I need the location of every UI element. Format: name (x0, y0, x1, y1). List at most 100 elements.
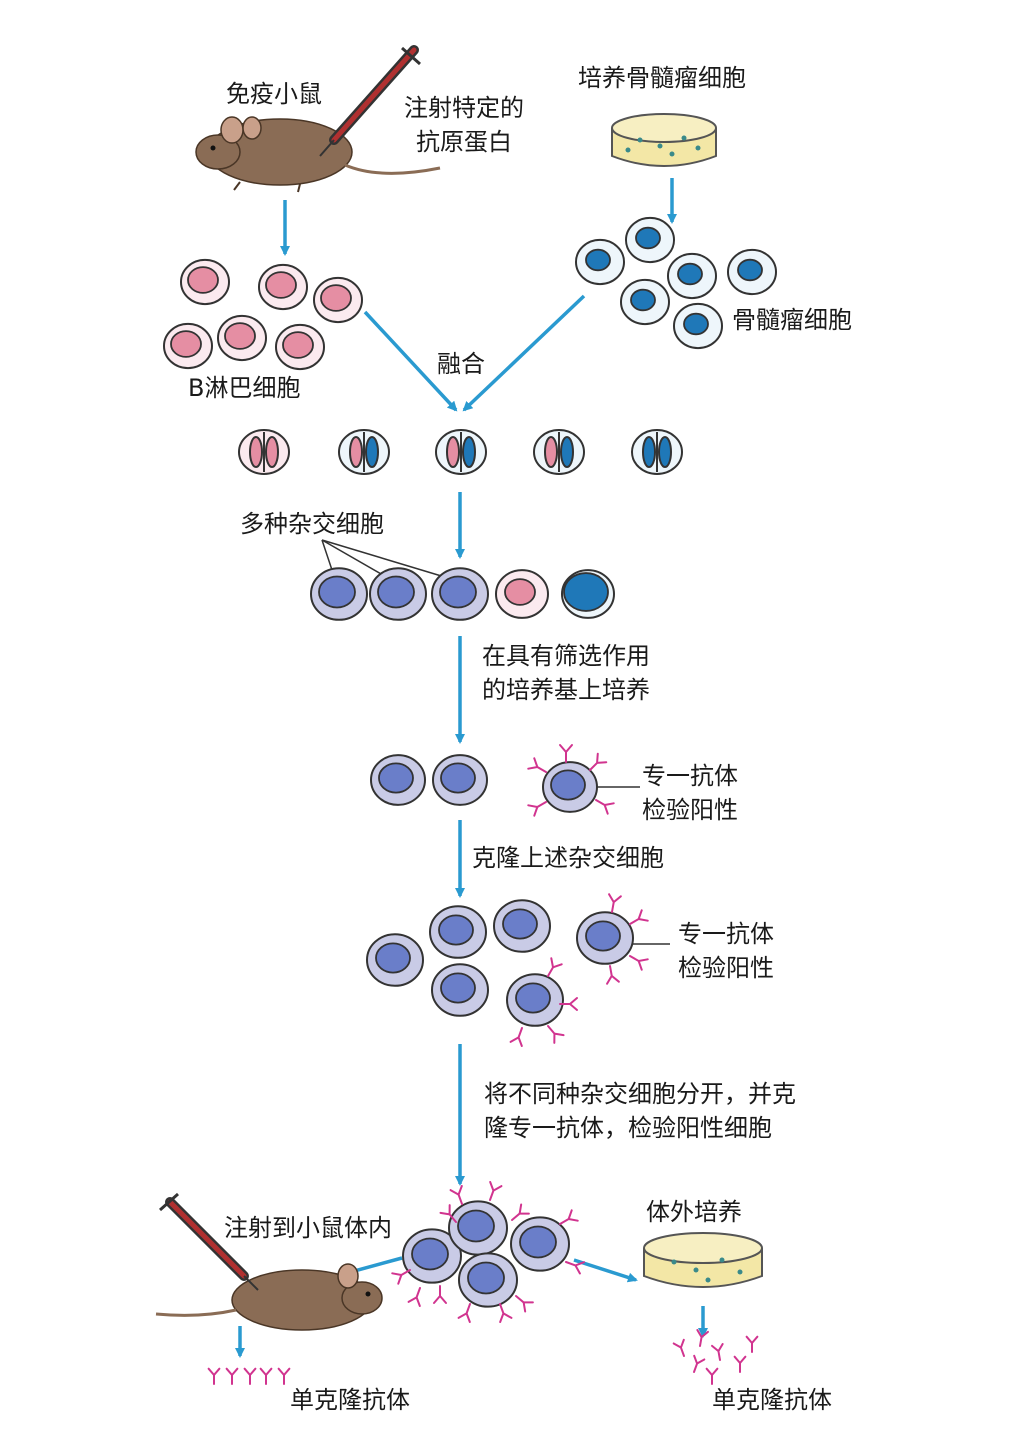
antibody-mark (243, 1367, 257, 1385)
antibody-mark (527, 757, 547, 773)
hybrid-cell (366, 933, 424, 987)
antibody-mark (559, 1209, 579, 1225)
fused-pair-bm-1 (338, 429, 390, 475)
label-in-vitro-culture: 体外培养 (646, 1198, 742, 1226)
hybrid-cell (493, 899, 551, 953)
antibody-mark (457, 1303, 471, 1324)
label-antibody-test-1-line2: 检验阳性 (642, 796, 738, 824)
antibody-mark (439, 1204, 457, 1223)
myeloma-cell (667, 252, 717, 300)
hybrid-cell (448, 1200, 508, 1256)
antibody-mark (515, 1295, 534, 1313)
antibody-mark (225, 1367, 239, 1385)
b-lymphocyte-cell (217, 314, 267, 362)
arrow-bcells-to-fusion (363, 310, 458, 412)
antibody-mark (595, 799, 615, 815)
myeloma-cell (727, 248, 777, 296)
label-mab-left: 单克隆抗体 (290, 1386, 410, 1414)
b-lymphocyte-cell (258, 263, 308, 311)
hybrid-cell (506, 973, 564, 1027)
label-fusion: 融合 (437, 350, 485, 378)
cells-layer (163, 216, 777, 1308)
label-mab-right: 单克隆抗体 (712, 1386, 832, 1414)
b-lymphocyte-cell (163, 322, 213, 370)
fused-pair-bm-2 (435, 429, 487, 475)
antibody-mark (559, 744, 573, 763)
hybrid-cell (310, 567, 368, 621)
antibody-mark (696, 1328, 709, 1347)
antibody-mark (547, 957, 563, 977)
antibody-mark (565, 1261, 586, 1275)
myeloma-cell (575, 238, 625, 286)
label-inject-mouse: 注射到小鼠体内 (224, 1214, 392, 1242)
syringe-icon-top (319, 45, 421, 157)
antibody-mark (547, 1025, 565, 1044)
antibody-mark (733, 1355, 747, 1373)
arrow-myeloma-to-fusion (462, 294, 586, 412)
b-lymphocyte-cell (275, 323, 325, 371)
antibody-mark (672, 1338, 685, 1357)
antibody-mark (606, 965, 620, 985)
label-immune-mouse: 免疫小鼠 (226, 80, 322, 108)
fused-pair-bm-3 (533, 429, 585, 475)
immune-mouse-icon (195, 116, 441, 193)
hybrid-cell (370, 754, 426, 806)
antibody-mark (509, 1027, 523, 1048)
fused-pair-mm (631, 429, 683, 475)
myeloma-cell (561, 569, 615, 619)
b-lymphocyte-cell (495, 569, 549, 619)
antibody-mark (629, 955, 649, 971)
antibody-mark (259, 1367, 273, 1385)
arrow-to-dish (573, 1258, 638, 1283)
petri-dish-top-icon (611, 113, 717, 167)
antibody-mark (489, 1180, 503, 1201)
antibody-mark (693, 1354, 706, 1373)
b-lymphocyte-cell (180, 258, 230, 306)
hybrid-cell (542, 761, 598, 813)
myeloma-cell (625, 216, 675, 264)
hybrid-cell (402, 1228, 462, 1284)
antibody-mark (511, 1203, 530, 1221)
myeloma-cell (620, 278, 670, 326)
antibody-mark (559, 997, 578, 1011)
antibody-mark (527, 801, 547, 817)
hybrid-cell (369, 567, 427, 621)
antibody-mark (277, 1367, 291, 1385)
antibody-mark (589, 752, 608, 771)
syringe-icon-bottom (159, 1192, 259, 1291)
myeloma-cell (673, 302, 723, 350)
recipient-mouse-icon (155, 1263, 383, 1331)
hybrid-cell (431, 567, 489, 621)
label-culture-myeloma: 培养骨髓瘤细胞 (578, 64, 746, 92)
label-selective-medium-line2: 的培养基上培养 (482, 676, 650, 704)
hybrid-cell (431, 963, 489, 1017)
antibody-mark (433, 1285, 447, 1304)
antibody-mark (745, 1335, 759, 1353)
label-inject-antigen-line1: 注射特定的 (404, 94, 524, 122)
fused-cell-pairs (238, 429, 683, 475)
label-separate-line1: 将不同种杂交细胞分开，并克 (484, 1080, 796, 1108)
hybrid-cell (429, 905, 487, 959)
label-myeloma-cell: 骨髓瘤细胞 (732, 306, 852, 334)
antibody-mark (407, 1287, 421, 1308)
flow-arrows (235, 178, 708, 1358)
hybrid-cell (576, 911, 634, 965)
antibody-mark (391, 1269, 411, 1285)
label-antibody-test-2-line1: 专一抗体 (678, 920, 774, 948)
antibody-mark (705, 1367, 719, 1385)
label-antibody-test-1-line1: 专一抗体 (642, 762, 738, 790)
label-b-lymphocyte: B淋巴细胞 (188, 374, 301, 402)
label-selective-medium-line1: 在具有筛选作用 (482, 642, 650, 670)
antibody-mark (608, 893, 622, 913)
label-antibody-test-2-line2: 检验阳性 (678, 954, 774, 982)
antibody-mark (711, 1342, 724, 1361)
petri-dish-bottom-icon (643, 1232, 763, 1288)
hybrid-cell (458, 1252, 518, 1308)
antibody-mark (499, 1303, 513, 1324)
antibody-mark (629, 909, 649, 925)
label-clone-hybrid: 克隆上述杂交细胞 (472, 844, 664, 872)
label-inject-antigen-line2: 抗原蛋白 (416, 128, 512, 156)
label-hybrid-cells: 多种杂交细胞 (240, 510, 384, 538)
